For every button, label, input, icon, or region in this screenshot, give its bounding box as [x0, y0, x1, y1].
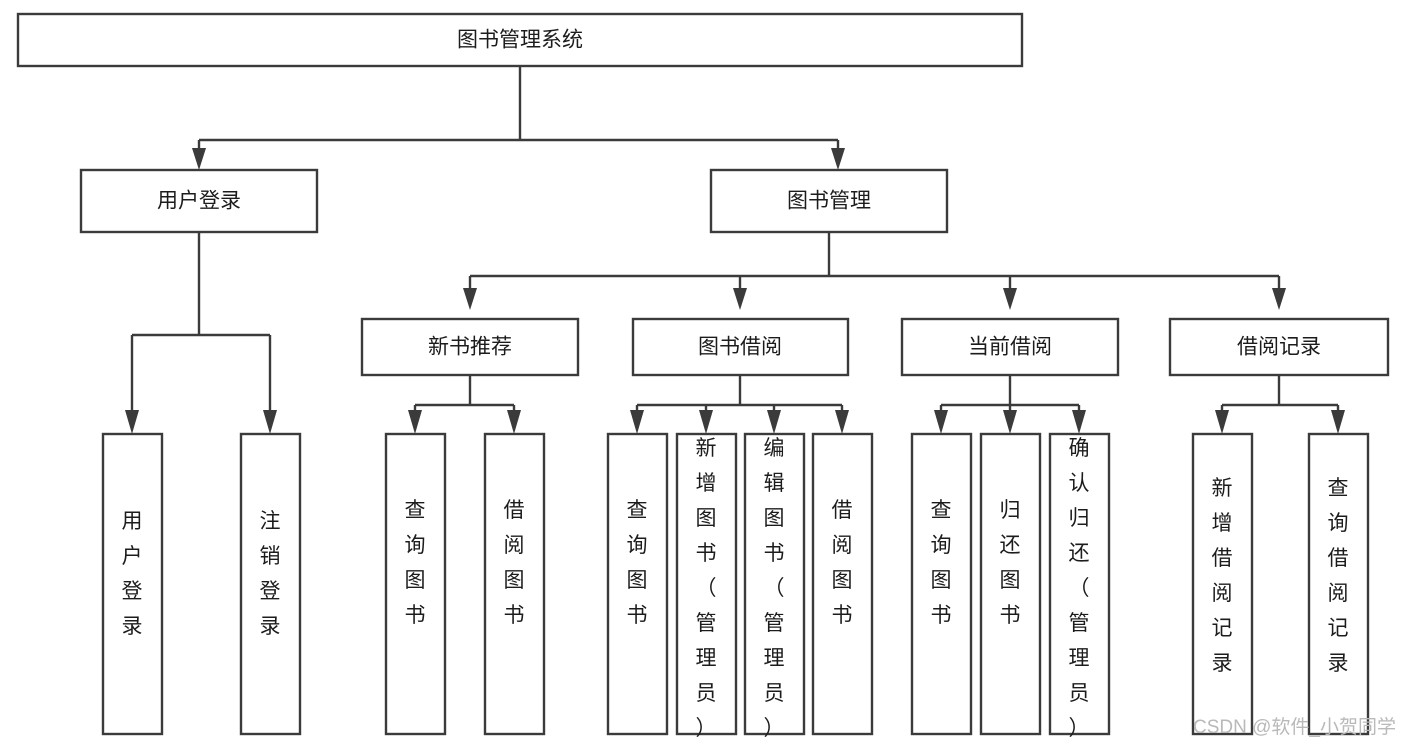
arrow-head-icon [263, 410, 277, 434]
node-new-book-recommend-label: 新书推荐 [428, 336, 512, 359]
leaf-label: 借阅图书 [832, 499, 853, 627]
arrow-head-icon [630, 410, 644, 434]
arrow-head-icon [831, 148, 845, 170]
arrow-head-icon [507, 410, 521, 434]
leaf-node-current-query[interactable]: 查询图书 [910, 432, 973, 736]
connector-book-mgmt-to-level3 [463, 232, 1286, 310]
leaf-box [239, 432, 302, 736]
arrow-head-icon [1072, 410, 1086, 434]
node-current-borrow-label: 当前借阅 [968, 336, 1052, 359]
leaf-box [743, 432, 806, 736]
leaf-node-borrow-query[interactable]: 查询图书 [606, 432, 669, 736]
leaf-label: 注销登录 [260, 510, 281, 638]
leaf-label: 借阅图书 [504, 499, 525, 627]
arrow-head-icon [767, 410, 781, 434]
leaf-node-current-return[interactable]: 归还图书 [979, 432, 1042, 736]
leaf-box [675, 432, 738, 736]
leaf-label: 编辑图书（管理员） [764, 437, 785, 740]
leaf-node-new-book-query[interactable]: 查询图书 [384, 432, 447, 736]
node-book-borrow-label: 图书借阅 [698, 336, 782, 359]
node-borrow-record-label: 借阅记录 [1237, 336, 1321, 359]
connector-book-borrow-to-leaves [630, 375, 849, 434]
node-book-management-box [709, 168, 949, 234]
arrow-head-icon [835, 410, 849, 434]
node-book-borrow-box [631, 317, 850, 377]
leaf-node-borrow-add-admin[interactable]: 新增图书（管理员） [675, 432, 738, 740]
arrow-head-icon [1331, 410, 1345, 434]
csdn-watermark: CSDN @软件_小贺同学 [1193, 716, 1396, 738]
leaf-label: 查询图书 [627, 499, 648, 627]
arrow-head-icon [463, 288, 477, 310]
node-user-login-label: 用户登录 [157, 190, 241, 213]
node-new-book-recommend[interactable]: 新书推荐 [360, 317, 580, 377]
connector-user-login-to-leaves [125, 232, 277, 434]
node-user-login[interactable]: 用户登录 [79, 168, 319, 234]
node-book-management-label: 图书管理 [787, 190, 871, 213]
leaf-node-borrow-edit-admin[interactable]: 编辑图书（管理员） [743, 432, 806, 740]
leaf-node-record-add[interactable]: 新增借阅记录 [1191, 432, 1254, 736]
node-root-system[interactable]: 图书管理系统 [16, 12, 1024, 68]
arrow-head-icon [125, 410, 139, 434]
leaf-label: 查询图书 [931, 499, 952, 627]
node-book-borrow[interactable]: 图书借阅 [631, 317, 850, 377]
node-root-label: 图书管理系统 [457, 29, 583, 52]
connector-new-book-to-leaves [408, 375, 521, 434]
leaf-box [606, 432, 669, 736]
leaf-box [101, 432, 164, 736]
leaf-box [1191, 432, 1254, 736]
leaf-node-user-login-login[interactable]: 用户登录 [101, 432, 164, 736]
connector-current-borrow-to-leaves [934, 375, 1086, 434]
leaf-label: 新增借阅记录 [1212, 477, 1233, 675]
leaf-node-current-confirm-admin[interactable]: 确认归还（管理员） [1048, 432, 1111, 740]
leaf-box [384, 432, 447, 736]
node-root-box [16, 12, 1024, 68]
leaf-label: 用户登录 [122, 510, 143, 638]
leaf-node-new-book-borrow[interactable]: 借阅图书 [483, 432, 546, 736]
leaf-node-user-login-logout[interactable]: 注销登录 [239, 432, 302, 736]
leaf-box [483, 432, 546, 736]
arrow-head-icon [699, 410, 713, 434]
leaf-label: 归还图书 [1000, 499, 1021, 627]
leaf-node-borrow-borrow-book[interactable]: 借阅图书 [811, 432, 874, 736]
arrow-head-icon [733, 288, 747, 310]
leaf-label: 新增图书（管理员） [696, 437, 717, 740]
node-book-management[interactable]: 图书管理 [709, 168, 949, 234]
node-user-login-box [79, 168, 319, 234]
node-new-book-recommend-box [360, 317, 580, 377]
arrow-head-icon [192, 148, 206, 170]
leaf-label: 查询图书 [405, 499, 426, 627]
node-current-borrow-box [900, 317, 1120, 377]
arrow-head-icon [934, 410, 948, 434]
leaf-box [979, 432, 1042, 736]
arrow-head-icon [1272, 288, 1286, 310]
node-current-borrow[interactable]: 当前借阅 [900, 317, 1120, 377]
arrow-head-icon [1003, 288, 1017, 310]
leaf-box [1307, 432, 1370, 736]
leaf-box [1048, 432, 1111, 736]
leaf-box [811, 432, 874, 736]
node-borrow-record-box [1168, 317, 1390, 377]
leaf-label: 查询借阅记录 [1328, 477, 1349, 675]
leaf-node-record-query[interactable]: 查询借阅记录 [1307, 432, 1370, 736]
arrow-head-icon [1003, 410, 1017, 434]
node-borrow-record[interactable]: 借阅记录 [1168, 317, 1390, 377]
arrow-head-icon [1215, 410, 1229, 434]
leaf-label: 确认归还（管理员） [1069, 437, 1090, 740]
arrow-head-icon [408, 410, 422, 434]
leaf-box [910, 432, 973, 736]
connector-root-to-level2 [192, 66, 845, 170]
connector-borrow-record-to-leaves [1215, 375, 1345, 434]
